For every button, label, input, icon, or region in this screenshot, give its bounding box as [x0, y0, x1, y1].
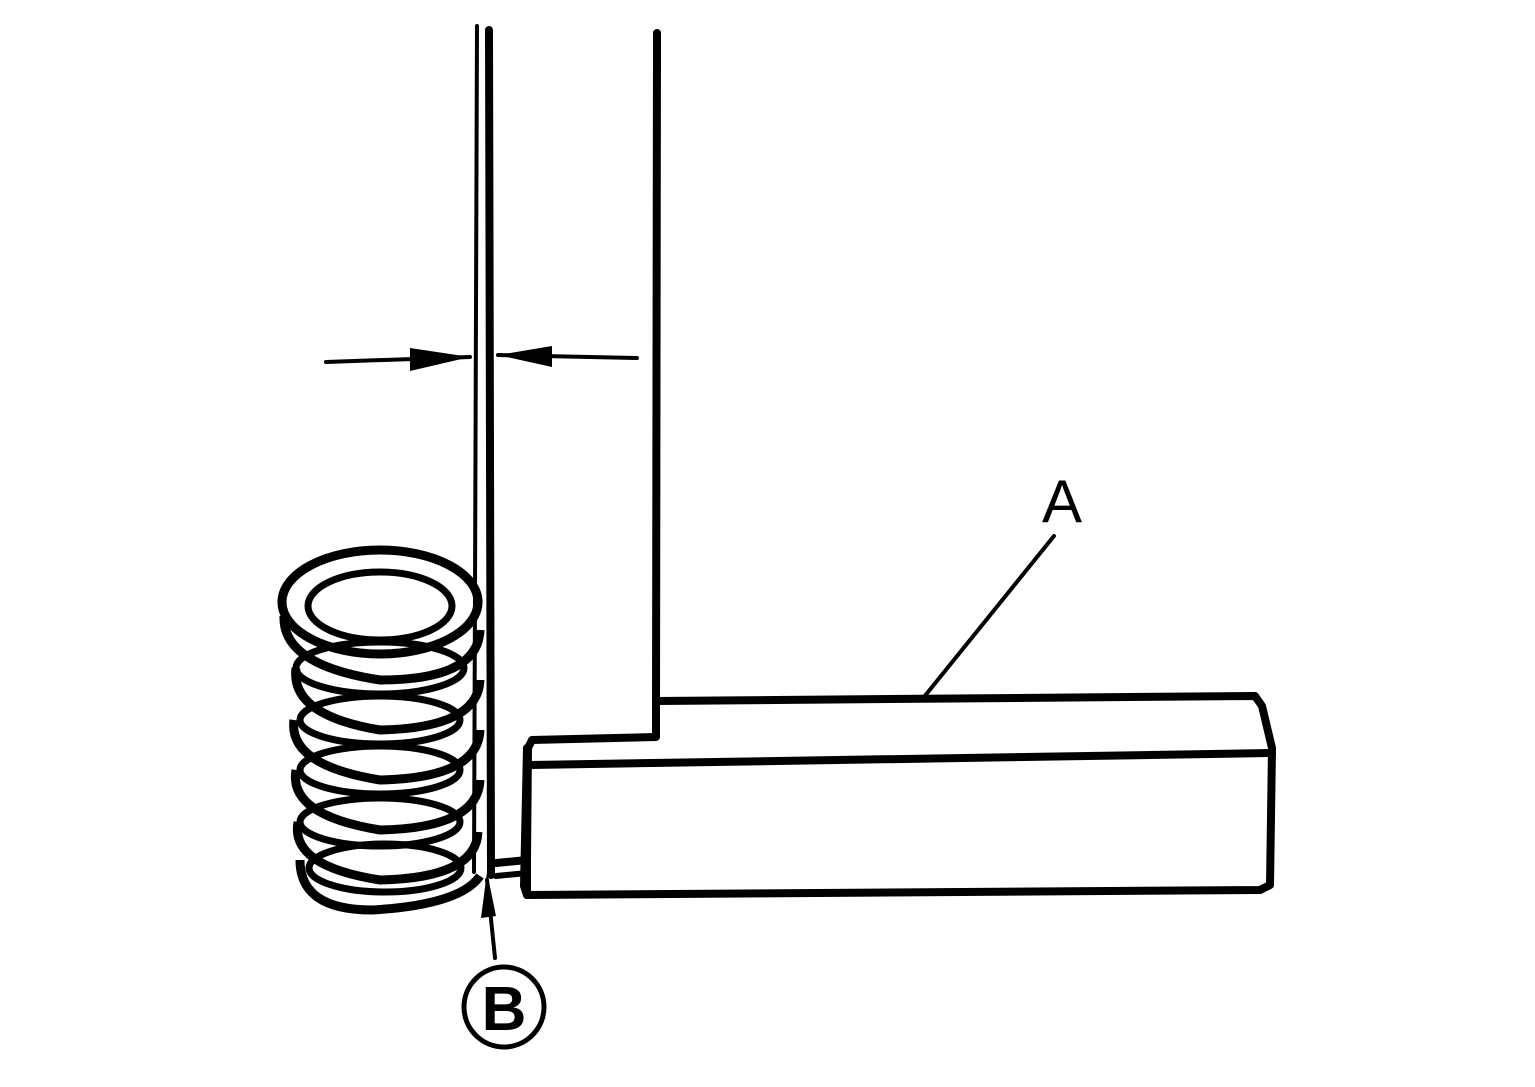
vertical-rod — [472, 24, 495, 879]
arrow-left-icon — [498, 346, 552, 367]
arrow-right-icon — [410, 348, 470, 371]
leader-arrow-b — [481, 872, 497, 960]
callout-b: B — [461, 964, 547, 1050]
clearance-dimension-arrows — [324, 346, 639, 371]
arrow-up-icon — [481, 872, 496, 918]
block-part — [493, 692, 1276, 899]
leader-line-a — [922, 534, 1056, 699]
bracket-upright — [492, 29, 661, 867]
label-a: A — [1042, 468, 1082, 535]
coil-spring — [277, 545, 485, 915]
label-b: B — [482, 975, 527, 1044]
